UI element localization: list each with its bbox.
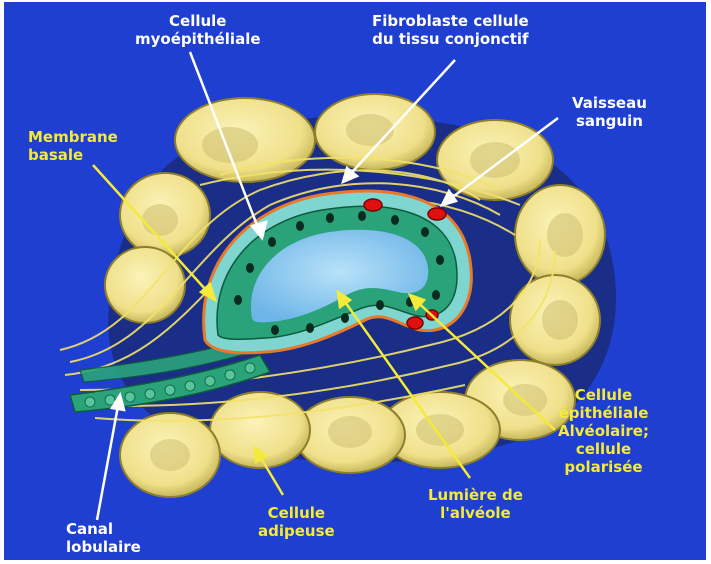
label-epithelial-cell: Cellule épithéliale Alvéolaire; cellule … — [558, 386, 649, 476]
label-alveolar-lumen: Lumière de l'alvéole — [428, 486, 523, 522]
label-basal-membrane: Membrane basale — [28, 128, 118, 164]
label-myoepithelial-cell: Cellule myoépithéliale — [135, 12, 261, 48]
label-fibroblast: Fibroblaste cellule du tissu conjonctif — [372, 12, 529, 48]
label-lobular-duct: Canal lobulaire — [66, 520, 141, 556]
label-adipose-cell: Cellule adipeuse — [258, 504, 335, 540]
label-blood-vessel: Vaisseau sanguin — [572, 94, 647, 130]
